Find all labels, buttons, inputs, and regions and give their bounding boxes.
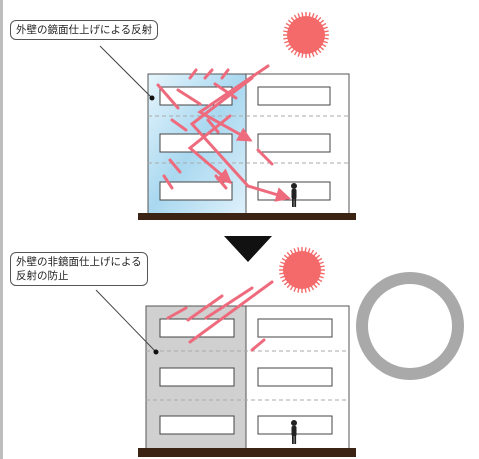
window	[159, 415, 235, 435]
person-icon	[291, 420, 297, 444]
bottom-building	[138, 305, 356, 457]
sun-icon	[279, 247, 325, 293]
callout-leader	[99, 45, 153, 99]
callout-text-line1: 外壁の非鏡面仕上げによる	[16, 256, 142, 268]
leader-dot	[149, 95, 155, 101]
callout-nonmirror-prevention: 外壁の非鏡面仕上げによる 反射の防止	[10, 252, 148, 286]
reflection-rays	[156, 64, 291, 202]
down-triangle-icon	[224, 236, 272, 262]
callout-text-line2: 反射の防止	[16, 270, 69, 282]
sun-icon	[283, 12, 329, 58]
window	[257, 318, 333, 338]
person-icon	[291, 183, 297, 207]
window	[159, 367, 235, 387]
window	[159, 318, 235, 338]
window	[257, 367, 333, 387]
callout-text: 外壁の鏡面仕上げによる反射	[16, 24, 153, 36]
callout-leader	[95, 289, 157, 353]
sun-disc	[287, 16, 325, 54]
ring-icon	[356, 272, 464, 380]
ground	[138, 213, 356, 220]
sun-disc	[283, 251, 321, 289]
window	[257, 86, 331, 106]
window	[159, 181, 233, 201]
page-border	[0, 0, 3, 459]
leader-dot	[153, 349, 159, 355]
diffuse-rays	[166, 280, 274, 352]
callout-mirror-reflection: 外壁の鏡面仕上げによる反射	[10, 20, 159, 40]
ground	[138, 448, 356, 457]
window	[257, 133, 331, 153]
top-building	[138, 73, 356, 220]
